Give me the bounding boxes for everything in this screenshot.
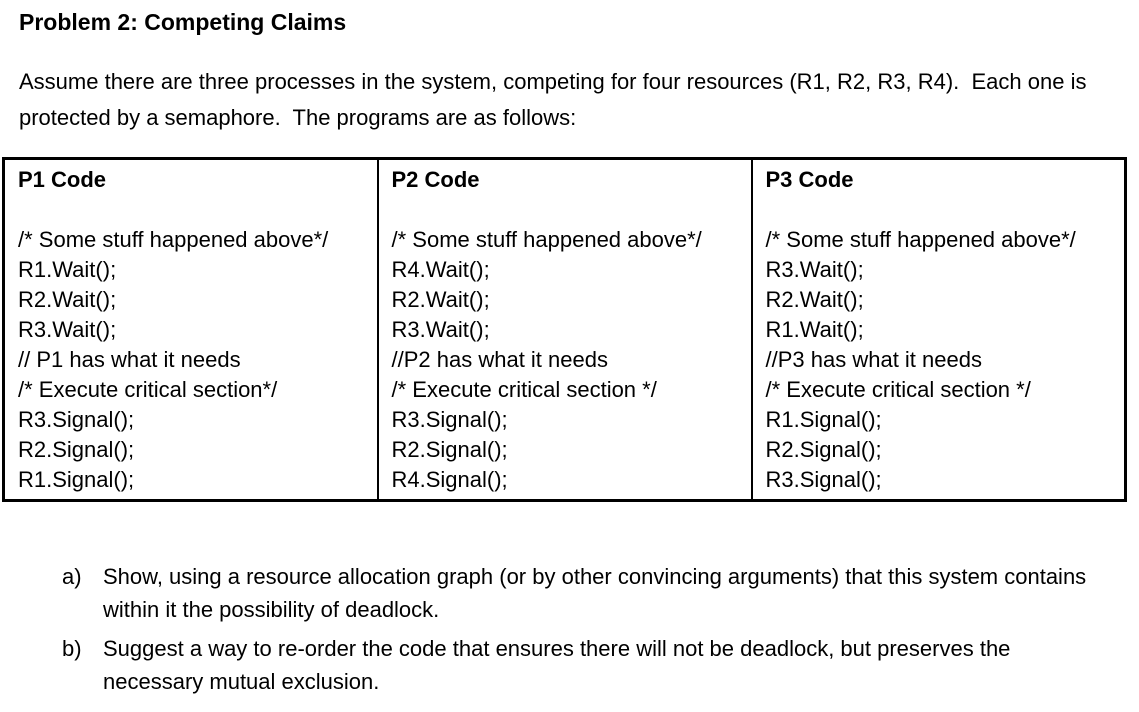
table-row: P1 Code /* Some stuff happened above*/ R… [2,157,1127,502]
blank-line [18,195,369,225]
code-line: R2.Signal(); [391,437,508,462]
code-line: R1.Wait(); [765,317,864,342]
page-title: Problem 2: Competing Claims [19,9,347,35]
code-line: /* Some stuff happened above*/ [391,227,702,252]
questions-list: a) Show, using a resource allocation gra… [62,560,1094,698]
code-line: R3.Signal(); [765,467,882,492]
question-text: Suggest a way to re-order the code that … [103,636,1017,694]
table-cell-p1: P1 Code /* Some stuff happened above*/ R… [2,157,379,502]
blank-line [392,195,743,225]
code-line: /* Execute critical section*/ [18,377,278,402]
code-line: R4.Wait(); [391,257,490,282]
intro-paragraph: Assume there are three processes in the … [19,69,1093,130]
column-header-p3: P3 Code [765,167,854,192]
column-header-p1: P1 Code [18,167,107,192]
code-line: R3.Wait(); [765,257,864,282]
code-line: //P3 has what it needs [765,347,982,372]
code-line: //P2 has what it needs [391,347,608,372]
code-line: R2.Signal(); [18,437,135,462]
blank-line [766,195,1117,225]
question-label: b) [62,636,82,661]
code-line: R4.Signal(); [391,467,508,492]
code-line: R2.Wait(); [765,287,864,312]
process-code-table: P1 Code /* Some stuff happened above*/ R… [2,157,1127,502]
code-line: R3.Wait(); [18,317,117,342]
code-line: /* Some stuff happened above*/ [18,227,329,252]
table-cell-p2: P2 Code /* Some stuff happened above*/ R… [376,157,753,502]
code-line: R3.Signal(); [391,407,508,432]
code-line: R2.Signal(); [765,437,882,462]
table-cell-p3: P3 Code /* Some stuff happened above*/ R… [750,157,1127,502]
code-line: // P1 has what it needs [18,347,241,372]
code-line: /* Execute critical section */ [765,377,1031,402]
code-line: R2.Wait(); [18,287,117,312]
code-line: R3.Signal(); [18,407,135,432]
code-line: R3.Wait(); [391,317,490,342]
code-line: R1.Signal(); [18,467,135,492]
code-line: R1.Signal(); [765,407,882,432]
code-line: R1.Wait(); [18,257,117,282]
question-a: a) Show, using a resource allocation gra… [62,560,1094,626]
code-line: /* Execute critical section */ [391,377,657,402]
question-text: Show, using a resource allocation graph … [103,564,1093,622]
code-line: R2.Wait(); [391,287,490,312]
question-b: b) Suggest a way to re-order the code th… [62,632,1094,698]
question-label: a) [62,564,82,589]
code-line: /* Some stuff happened above*/ [765,227,1076,252]
column-header-p2: P2 Code [391,167,480,192]
